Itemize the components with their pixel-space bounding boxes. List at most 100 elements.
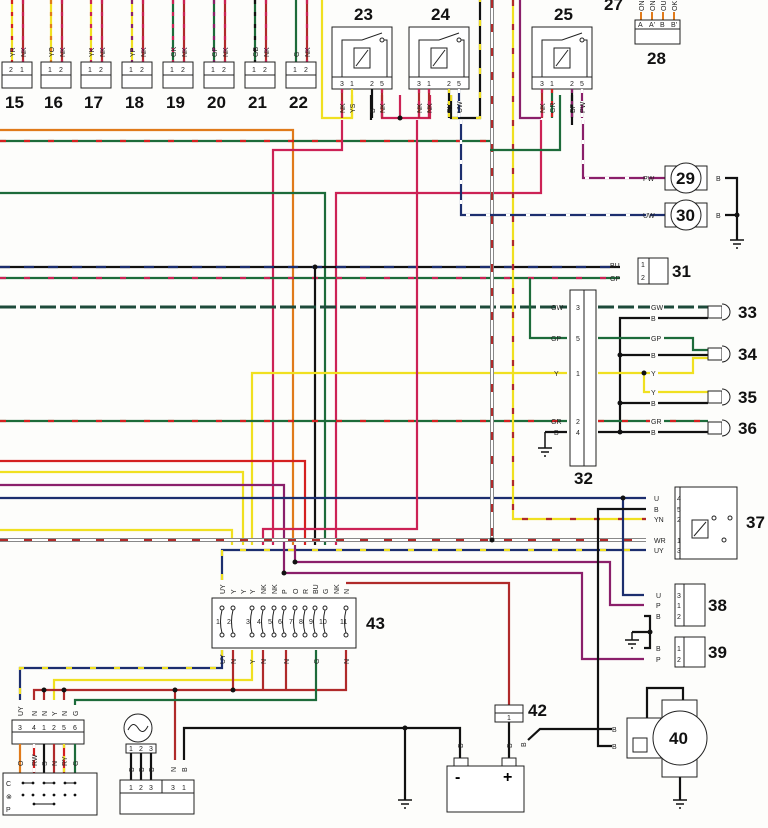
junction-dot xyxy=(617,400,623,406)
row-label: ⊗ xyxy=(6,794,12,801)
wire-NK-25 xyxy=(334,120,543,545)
wire-label: NK xyxy=(21,47,28,57)
wire-label: UY xyxy=(654,548,664,555)
wire-label: G xyxy=(73,711,80,716)
pin-label: B xyxy=(660,22,665,29)
pin-label: 1 xyxy=(550,81,554,88)
wire-label: U xyxy=(654,496,659,503)
pin-label: 3 xyxy=(149,746,153,753)
pin-label: 5 xyxy=(380,81,384,88)
component-31-number: 31 xyxy=(672,262,691,281)
pin-label: 1 xyxy=(48,67,52,74)
row-label: P xyxy=(6,807,11,814)
wire-label: NK xyxy=(141,47,148,57)
wire-label: GW xyxy=(551,305,563,312)
wire-P-38 xyxy=(293,545,644,607)
wire-UY-dash xyxy=(220,548,646,580)
wire-GR-25b xyxy=(490,120,562,152)
wire-label: BY xyxy=(447,103,454,113)
relays: 233NK1YS2B5NK243NK1NK2BY5UW253NK1GR2BP5P… xyxy=(331,5,593,118)
wire-label: B xyxy=(458,743,465,748)
wire-43-UY-out-dash xyxy=(18,650,224,700)
wire-label: Y xyxy=(231,589,238,594)
pin-label: 10 xyxy=(319,619,327,626)
ground-icon xyxy=(398,799,412,809)
wire-label: WR xyxy=(654,538,666,545)
pin-label: 3 xyxy=(677,548,681,555)
pin-label: 8 xyxy=(299,619,303,626)
wire-label: BU xyxy=(313,584,320,594)
wire-YN-dash xyxy=(511,0,646,521)
wire-R xyxy=(0,459,307,545)
wire-label: Y xyxy=(554,371,559,378)
wire-label: B xyxy=(139,767,146,772)
relay-37-body xyxy=(674,486,738,560)
pin-label: 1 xyxy=(182,785,186,792)
wire-label: BU xyxy=(610,263,620,270)
fuse-icon xyxy=(261,609,264,634)
bulb-socket xyxy=(707,347,723,361)
component-number: 29 xyxy=(676,169,695,188)
fuse-icon xyxy=(250,609,253,634)
wire-label: NK xyxy=(540,103,547,113)
bulb-icon xyxy=(721,388,731,406)
pin-label: 3 xyxy=(576,305,580,312)
pin-label: 2 xyxy=(59,67,63,74)
pin-label: 1 xyxy=(677,646,681,653)
component-number: 17 xyxy=(84,93,103,112)
wire-B-44 xyxy=(182,726,462,800)
pin-label: 2 xyxy=(227,619,231,626)
wire-label: GR xyxy=(651,419,662,426)
wire-label: NK xyxy=(100,47,107,57)
wire-label: B xyxy=(182,767,189,772)
pin-label: 5 xyxy=(457,81,461,88)
wire-B-40 xyxy=(527,727,612,741)
wire-label: N xyxy=(284,659,291,664)
pin-label: 7 xyxy=(289,619,293,626)
component-number: 33 xyxy=(738,303,757,322)
junction-dot xyxy=(620,495,626,501)
switch-positions xyxy=(21,781,77,806)
junction-dot xyxy=(172,687,178,693)
pin-label: A xyxy=(638,22,643,29)
wire-Y-2 xyxy=(0,470,245,545)
wire-N-42 xyxy=(346,581,511,705)
pin-label: 1 xyxy=(129,746,133,753)
pin-label: 2 xyxy=(370,81,374,88)
pin-label: 6 xyxy=(278,619,282,626)
junction-dot xyxy=(489,537,495,543)
connector-32-body xyxy=(569,289,597,467)
fuse-icon xyxy=(272,609,275,634)
wire-label: PW xyxy=(643,176,655,183)
junction-dot xyxy=(734,212,740,218)
pin-label: 2 xyxy=(52,725,56,732)
wire-label: B xyxy=(149,767,156,772)
wire-U-38 xyxy=(621,498,644,597)
component-number: 19 xyxy=(166,93,185,112)
wire-label: S xyxy=(42,761,49,766)
pin-label: 1 xyxy=(507,715,511,722)
pin-label: 3 xyxy=(246,619,250,626)
switch-icon xyxy=(341,32,383,77)
component-41-battery: - + B B B xyxy=(398,735,528,813)
component-number: 21 xyxy=(248,93,267,112)
bulb-socket xyxy=(707,421,723,435)
wire-label: Y xyxy=(250,589,257,594)
pin-label: 4 xyxy=(677,496,681,503)
pin-label: 6 xyxy=(73,725,77,732)
pin-label: 2 xyxy=(140,67,144,74)
battery-pos-terminal xyxy=(501,757,517,767)
pin-label: 4 xyxy=(257,619,261,626)
pin-label: 5 xyxy=(62,725,66,732)
bulb-socket xyxy=(707,305,723,319)
pin-label: 1 xyxy=(252,67,256,74)
